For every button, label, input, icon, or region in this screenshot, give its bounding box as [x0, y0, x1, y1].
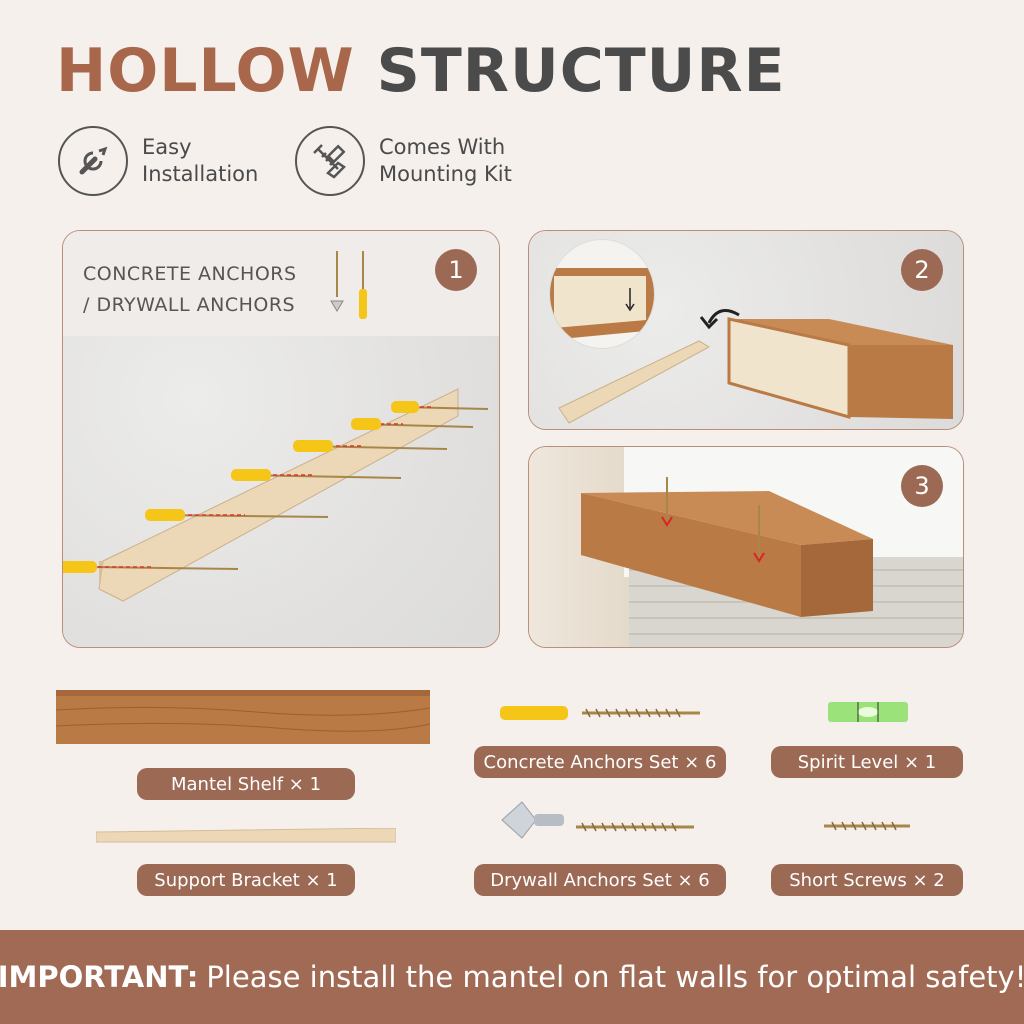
step-2-badge: 2 — [901, 249, 943, 291]
mantel-shelf-image — [56, 690, 430, 744]
hollow-detail-inset — [549, 239, 655, 349]
anchors-label: CONCRETE ANCHORS / DRYWALL ANCHORS — [83, 259, 297, 321]
mantel-shelf-label: Mantel Shelf × 1 — [137, 768, 355, 800]
anchors-label-line1: CONCRETE ANCHORS — [83, 263, 297, 285]
installed-mantel-illustration — [581, 477, 873, 617]
feature-label-mounting-kit: Comes With Mounting Kit — [379, 135, 512, 186]
important-message: Please install the mantel on flat walls … — [206, 960, 1024, 994]
step-1-panel: CONCRETE ANCHORS / DRYWALL ANCHORS 1 — [62, 230, 500, 648]
support-bracket-label: Support Bracket × 1 — [137, 864, 355, 896]
important-label: IMPORTANT: — [0, 960, 199, 994]
title-word-hollow: HOLLOW — [56, 36, 355, 106]
support-bracket-image — [96, 828, 396, 843]
step-1-header-area — [63, 231, 499, 336]
bracket-installation-illustration — [63, 388, 489, 602]
feature-easy-installation: Easy Installation — [58, 126, 258, 196]
step-1-badge: 1 — [435, 249, 477, 291]
anchor-samples-icon — [330, 251, 367, 319]
concrete-anchors-label: Concrete Anchors Set × 6 — [474, 746, 726, 778]
drywall-anchor-screw-image — [501, 801, 694, 839]
short-screws-label: Short Screws × 2 — [771, 864, 963, 896]
screw-anchor-icon — [295, 126, 365, 196]
step-3-panel: 3 — [528, 446, 964, 648]
spirit-level-label: Spirit Level × 1 — [771, 746, 963, 778]
spirit-level-image — [828, 702, 908, 722]
wrench-icon — [58, 126, 128, 196]
feature-mounting-kit: Comes With Mounting Kit — [295, 126, 512, 196]
concrete-anchor-screw-image — [500, 706, 700, 720]
anchors-label-line2: / DRYWALL ANCHORS — [83, 294, 296, 316]
step-2-panel: 2 — [528, 230, 964, 430]
hollow-mantel-illustration — [558, 309, 953, 424]
feature-label-easy-installation: Easy Installation — [142, 135, 259, 186]
short-screw-image — [824, 821, 910, 831]
title-word-structure: STRUCTURE — [376, 36, 786, 106]
important-banner: IMPORTANT: Please install the mantel on … — [0, 930, 1024, 1024]
page-title: HOLLOW STRUCTURE — [56, 36, 786, 106]
step-3-badge: 3 — [901, 465, 943, 507]
drywall-anchors-label: Drywall Anchors Set × 6 — [474, 864, 726, 896]
